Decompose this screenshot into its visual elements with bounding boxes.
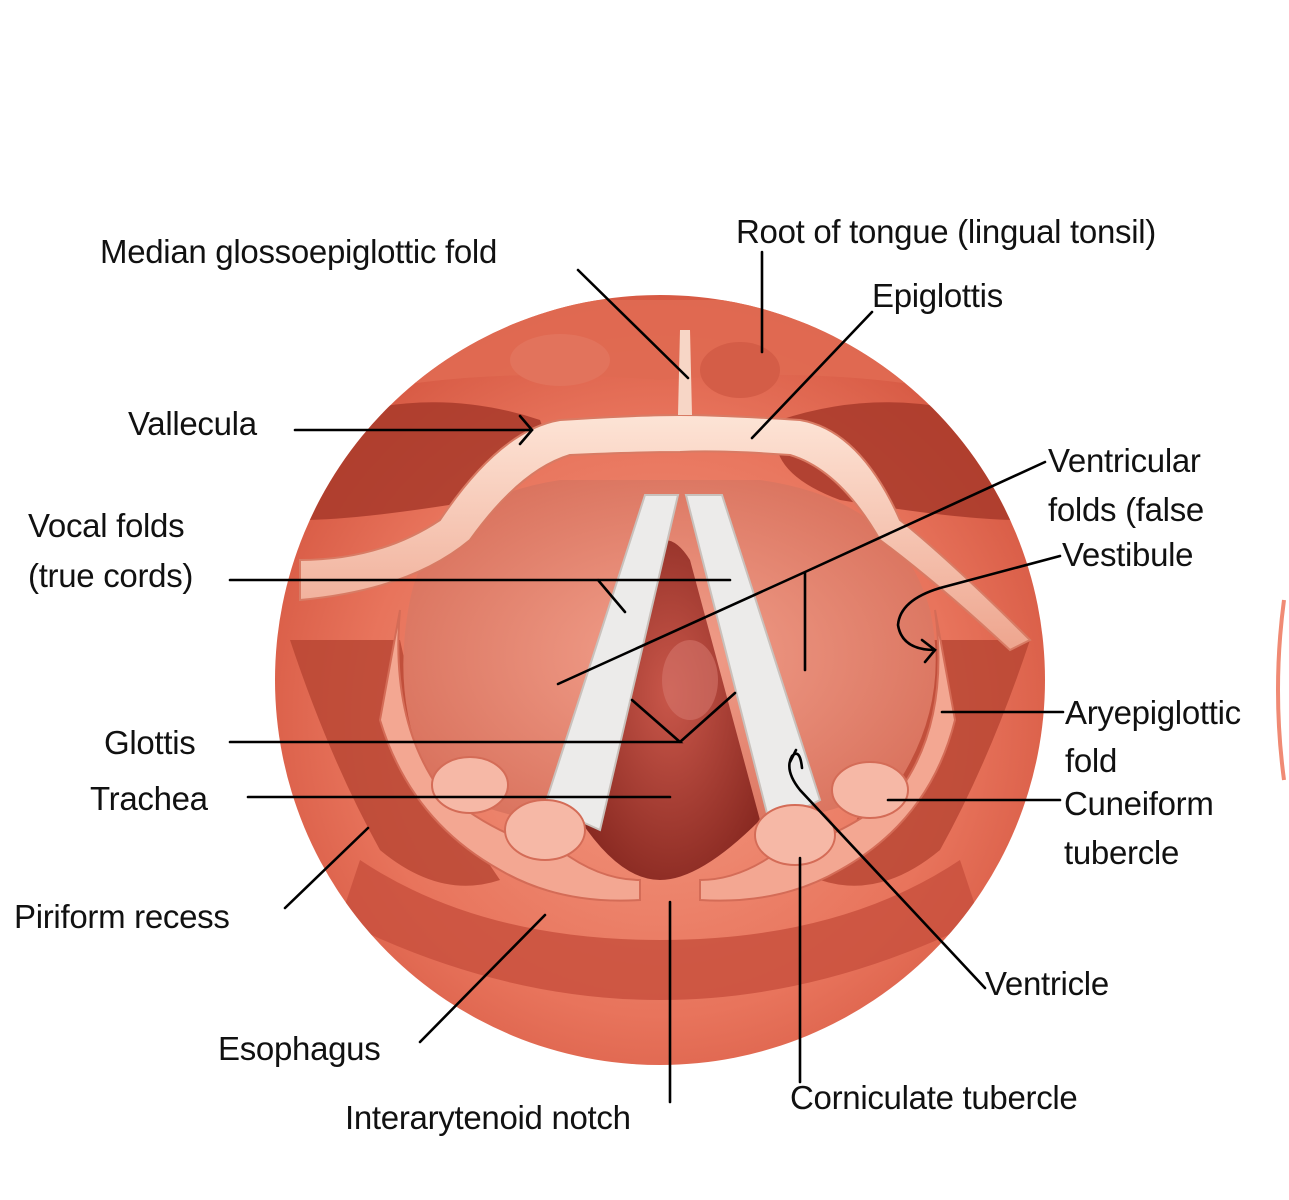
leader-piriform-recess — [283, 826, 370, 910]
label-piriform-recess: Piriform recess — [14, 898, 230, 935]
labels: Median glossoepiglottic fold Root of ton… — [14, 213, 1241, 1136]
label-root-of-tongue: Root of tongue (lingual tonsil) — [736, 213, 1156, 250]
corniculate-tubercle-right — [754, 804, 836, 866]
vocal-fold-right — [684, 494, 822, 827]
leader-ventricle — [788, 748, 987, 990]
esophagus-region — [340, 860, 980, 1000]
aryepiglottic-fold-right — [699, 609, 957, 902]
leader-median-glossoepiglottic — [576, 268, 690, 380]
leader-esophagus — [418, 913, 547, 1044]
label-median-glossoepiglottic-fold: Median glossoepiglottic fold — [100, 233, 497, 270]
label-trachea: Trachea — [90, 780, 209, 817]
adjacent-figure-edge — [1276, 599, 1286, 781]
label-cuneiform-tubercle-line2: tubercle — [1064, 834, 1179, 871]
leader-vallecula — [293, 414, 534, 446]
leader-glottis — [228, 691, 737, 744]
label-ventricular-folds-line2: folds (false — [1048, 491, 1204, 528]
label-ventricle: Ventricle — [985, 965, 1109, 1002]
label-epiglottis: Epiglottis — [872, 277, 1003, 314]
cuneiform-tubercle-right — [831, 761, 909, 819]
aryepiglottic-fold-left — [378, 609, 641, 902]
leader-epiglottis — [750, 310, 874, 440]
leader-ventricular-folds — [556, 460, 1047, 686]
label-ventricular-folds-line1: Ventricular — [1048, 442, 1201, 479]
corniculate-tubercle-left — [504, 799, 586, 861]
label-esophagus: Esophagus — [218, 1030, 380, 1067]
epiglottis-rim — [299, 413, 1032, 652]
label-vocal-folds-line1: Vocal folds — [28, 507, 184, 544]
leader-lines — [228, 250, 1065, 1104]
leader-vestibule — [896, 554, 1062, 664]
lingual-tonsil-bump — [510, 334, 610, 386]
label-aryepiglottic-fold-line2: fold — [1065, 742, 1117, 779]
cuneiform-tubercle-left — [431, 756, 509, 814]
median-glossoepiglottic-fold-shape — [678, 330, 692, 415]
label-corniculate-tubercle: Corniculate tubercle — [790, 1079, 1078, 1116]
label-vestibule: Vestibule — [1062, 536, 1193, 573]
label-interarytenoid-notch: Interarytenoid notch — [345, 1099, 631, 1136]
label-vocal-folds-line2: (true cords) — [28, 557, 193, 594]
label-aryepiglottic-fold-line1: Aryepiglottic — [1065, 694, 1241, 731]
tracheal-ring — [662, 640, 718, 720]
label-glottis: Glottis — [104, 724, 195, 761]
lingual-tonsil-bump — [700, 342, 780, 398]
label-cuneiform-tubercle-line1: Cuneiform — [1064, 785, 1214, 822]
leader-vocal-folds — [228, 578, 732, 614]
label-vallecula: Vallecula — [128, 405, 258, 442]
